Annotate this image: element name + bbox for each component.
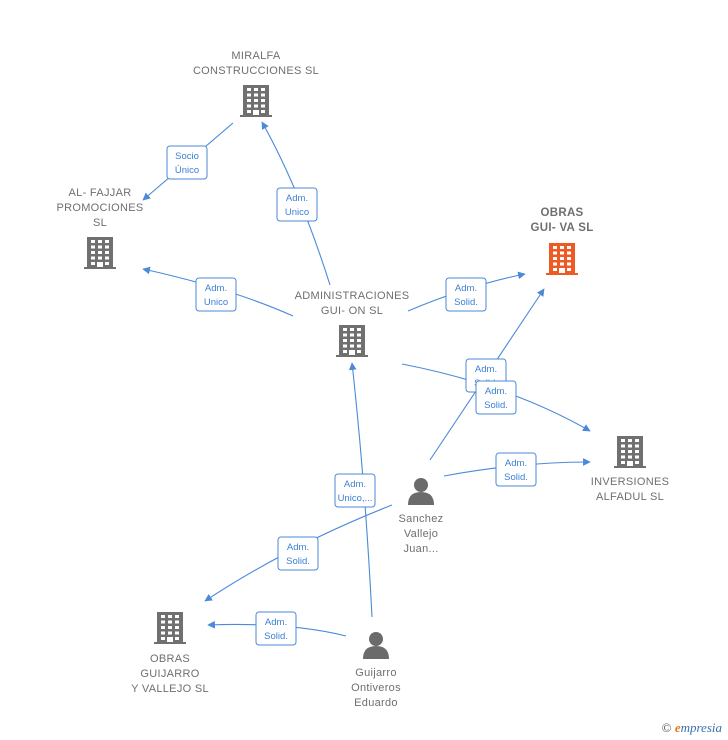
edge-label-text: Adm.	[455, 283, 477, 294]
node-label: Juan...	[403, 543, 438, 555]
edge-label-text: Adm.	[287, 542, 309, 553]
edge-label-text: Adm.	[475, 364, 497, 375]
edge-label-text: Unico	[204, 297, 228, 308]
building-icon	[154, 612, 186, 644]
edge-label-text: Adm.	[205, 283, 227, 294]
edge-label-text: Solid.	[264, 631, 288, 642]
edge-label-text: Solid.	[504, 472, 528, 483]
edge-label-text: Solid.	[454, 297, 478, 308]
edge-label-frame	[276, 187, 318, 222]
company-node[interactable]: OBRAS GUI- VA SL	[530, 207, 593, 275]
building-icon	[336, 325, 368, 357]
edge-label-box[interactable]: Adm. Solid.	[255, 611, 297, 646]
edge-label-box[interactable]: Adm. Unico,...	[334, 473, 376, 508]
edge-label-box[interactable]: Adm. Unico	[276, 187, 318, 222]
node-label: Eduardo	[354, 697, 398, 709]
edge-label-frame	[495, 452, 537, 487]
node-label: Sanchez	[399, 513, 444, 525]
node-label: OBRAS	[150, 653, 190, 665]
company-node[interactable]: AL- FAJJAR PROMOCIONES SL	[56, 187, 143, 269]
edge-label-box[interactable]: Adm. Solid.	[445, 277, 487, 312]
footer-credit: © empresia	[662, 720, 722, 736]
edge-label-box[interactable]: Adm. Solid.	[475, 380, 517, 415]
node-label: GUIJARRO	[140, 668, 199, 680]
edge-label-text: Adm.	[505, 458, 527, 469]
node-label: GUI- ON SL	[321, 305, 383, 317]
node-label: PROMOCIONES	[56, 202, 143, 214]
person-icon	[363, 632, 389, 659]
edge-label-frame	[195, 277, 237, 312]
brand-logo-text[interactable]: mpresia	[680, 720, 722, 735]
company-node[interactable]: MIRALFA CONSTRUCCIONES SL	[193, 50, 319, 117]
company-node[interactable]: INVERSIONES ALFADUL SL	[591, 436, 670, 503]
edge-label-text: Adm.	[485, 386, 507, 397]
building-icon	[84, 237, 116, 269]
edge-label-text: Solid.	[286, 556, 310, 567]
node-label: ADMINISTRACIONES	[295, 290, 410, 302]
edge-label-box[interactable]: Adm. Unico	[195, 277, 237, 312]
edge-label-box[interactable]: Adm. Solid.	[495, 452, 537, 487]
building-icon	[614, 436, 646, 468]
copyright-symbol: ©	[661, 720, 672, 735]
node-label: Ontiveros	[351, 682, 401, 694]
company-node[interactable]: ADMINISTRACIONES GUI- ON SL	[295, 290, 410, 357]
node-label: OBRAS	[540, 207, 583, 219]
node-label: Vallejo	[404, 528, 438, 540]
building-icon	[240, 85, 272, 117]
edge-label-frame	[475, 380, 517, 415]
edge-label-text: Unico	[285, 207, 309, 218]
edge-label-text: Único	[175, 165, 199, 176]
edge-label-text: Unico,...	[338, 493, 373, 504]
edge-label-box[interactable]: Adm. Solid.	[277, 536, 319, 571]
node-label: MIRALFA	[231, 50, 281, 62]
node-label: SL	[93, 217, 107, 229]
node-label: Y VALLEJO SL	[131, 683, 209, 695]
edge-label-text: Solid.	[484, 400, 508, 411]
edge-label-frame	[445, 277, 487, 312]
edge-label-frame	[334, 473, 376, 508]
edge-label-text: Adm.	[344, 479, 366, 490]
node-label: Guijarro	[355, 667, 397, 679]
edge-label-text: Adm.	[265, 617, 287, 628]
node-label: GUI- VA SL	[530, 222, 593, 234]
edge-label-frame	[277, 536, 319, 571]
person-node[interactable]: SanchezVallejoJuan...	[399, 478, 444, 555]
node-label: ALFADUL SL	[596, 491, 664, 503]
brand-logo-initial[interactable]: e	[674, 720, 681, 735]
building-icon	[546, 243, 578, 275]
edge-label-text: Socio	[175, 151, 199, 162]
company-node[interactable]: OBRAS GUIJARRO Y VALLEJO SL	[131, 612, 209, 695]
node-label: AL- FAJJAR	[69, 187, 132, 199]
node-label: CONSTRUCCIONES SL	[193, 65, 319, 77]
edge-label-frame	[255, 611, 297, 646]
person-icon	[408, 478, 434, 505]
edge-label-text: Adm.	[286, 193, 308, 204]
edge-label-frame	[166, 145, 208, 180]
node-label: INVERSIONES	[591, 476, 670, 488]
